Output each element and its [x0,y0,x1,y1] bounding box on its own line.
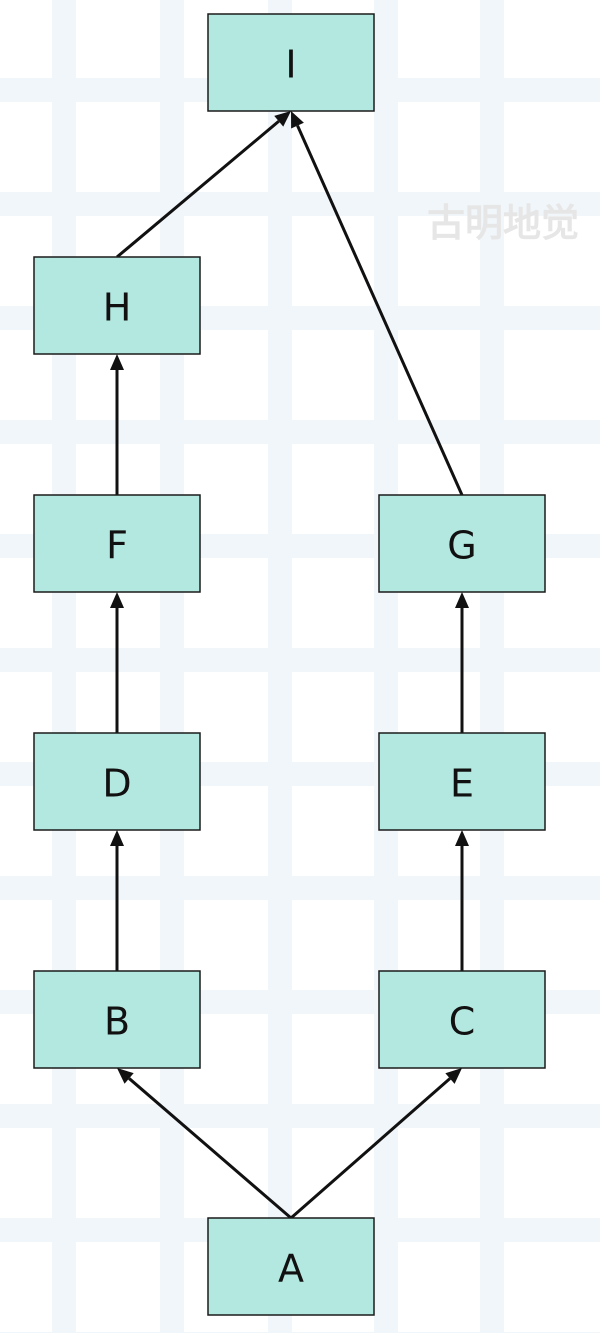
node-label: A [278,1247,304,1291]
arrowhead-icon [445,1068,462,1084]
node-d: D [33,732,201,831]
edge-d-f [110,592,124,733]
node-box [378,970,546,1069]
nodes-group: I H F G D E B C A [33,13,546,1316]
node-f: F [33,494,201,593]
watermark-text: 古明地觉 [427,201,579,245]
arrowhead-icon [274,111,291,127]
grid-band-horizontal [0,192,600,216]
grid-band-horizontal [0,420,600,444]
edge-line [116,120,280,259]
grid-band-horizontal [0,876,600,900]
node-box [33,494,201,593]
node-label: E [450,762,474,806]
node-box [33,256,201,355]
node-label: G [447,524,476,568]
grid-band-horizontal [0,1104,600,1128]
edge-line [128,1077,292,1220]
arrowhead-icon [455,592,469,608]
edge-f-h [110,354,124,495]
node-label: I [285,43,296,87]
node-box [378,732,546,831]
node-box [33,732,201,831]
node-h: H [33,256,201,355]
arrowhead-icon [110,830,124,846]
arrowhead-icon [455,830,469,846]
edges-group [110,111,469,1220]
arrowhead-icon [117,1068,134,1084]
arrowhead-icon [110,354,124,370]
node-label: B [104,1000,130,1044]
node-e: E [378,732,546,831]
edge-e-g [455,592,469,733]
arrowhead-icon [291,111,304,129]
node-label: D [102,762,131,806]
node-label: F [106,524,128,568]
edge-b-d [110,830,124,971]
node-label: H [103,286,132,330]
node-box [378,494,546,593]
node-box [207,13,375,112]
node-box [33,970,201,1069]
node-label: C [449,1000,476,1044]
node-g: G [378,494,546,593]
edge-g-i [291,111,464,496]
node-a: A [207,1217,375,1316]
grid-band-horizontal [0,648,600,672]
edge-line [290,1077,451,1220]
edge-a-b [117,1068,292,1220]
node-b: B [33,970,201,1069]
edge-a-c [290,1068,462,1220]
node-c: C [378,970,546,1069]
edge-h-i [116,111,291,259]
node-box [207,1217,375,1316]
edge-c-e [455,830,469,971]
node-i: I [207,13,375,112]
arrowhead-icon [110,592,124,608]
edge-line [296,125,464,496]
